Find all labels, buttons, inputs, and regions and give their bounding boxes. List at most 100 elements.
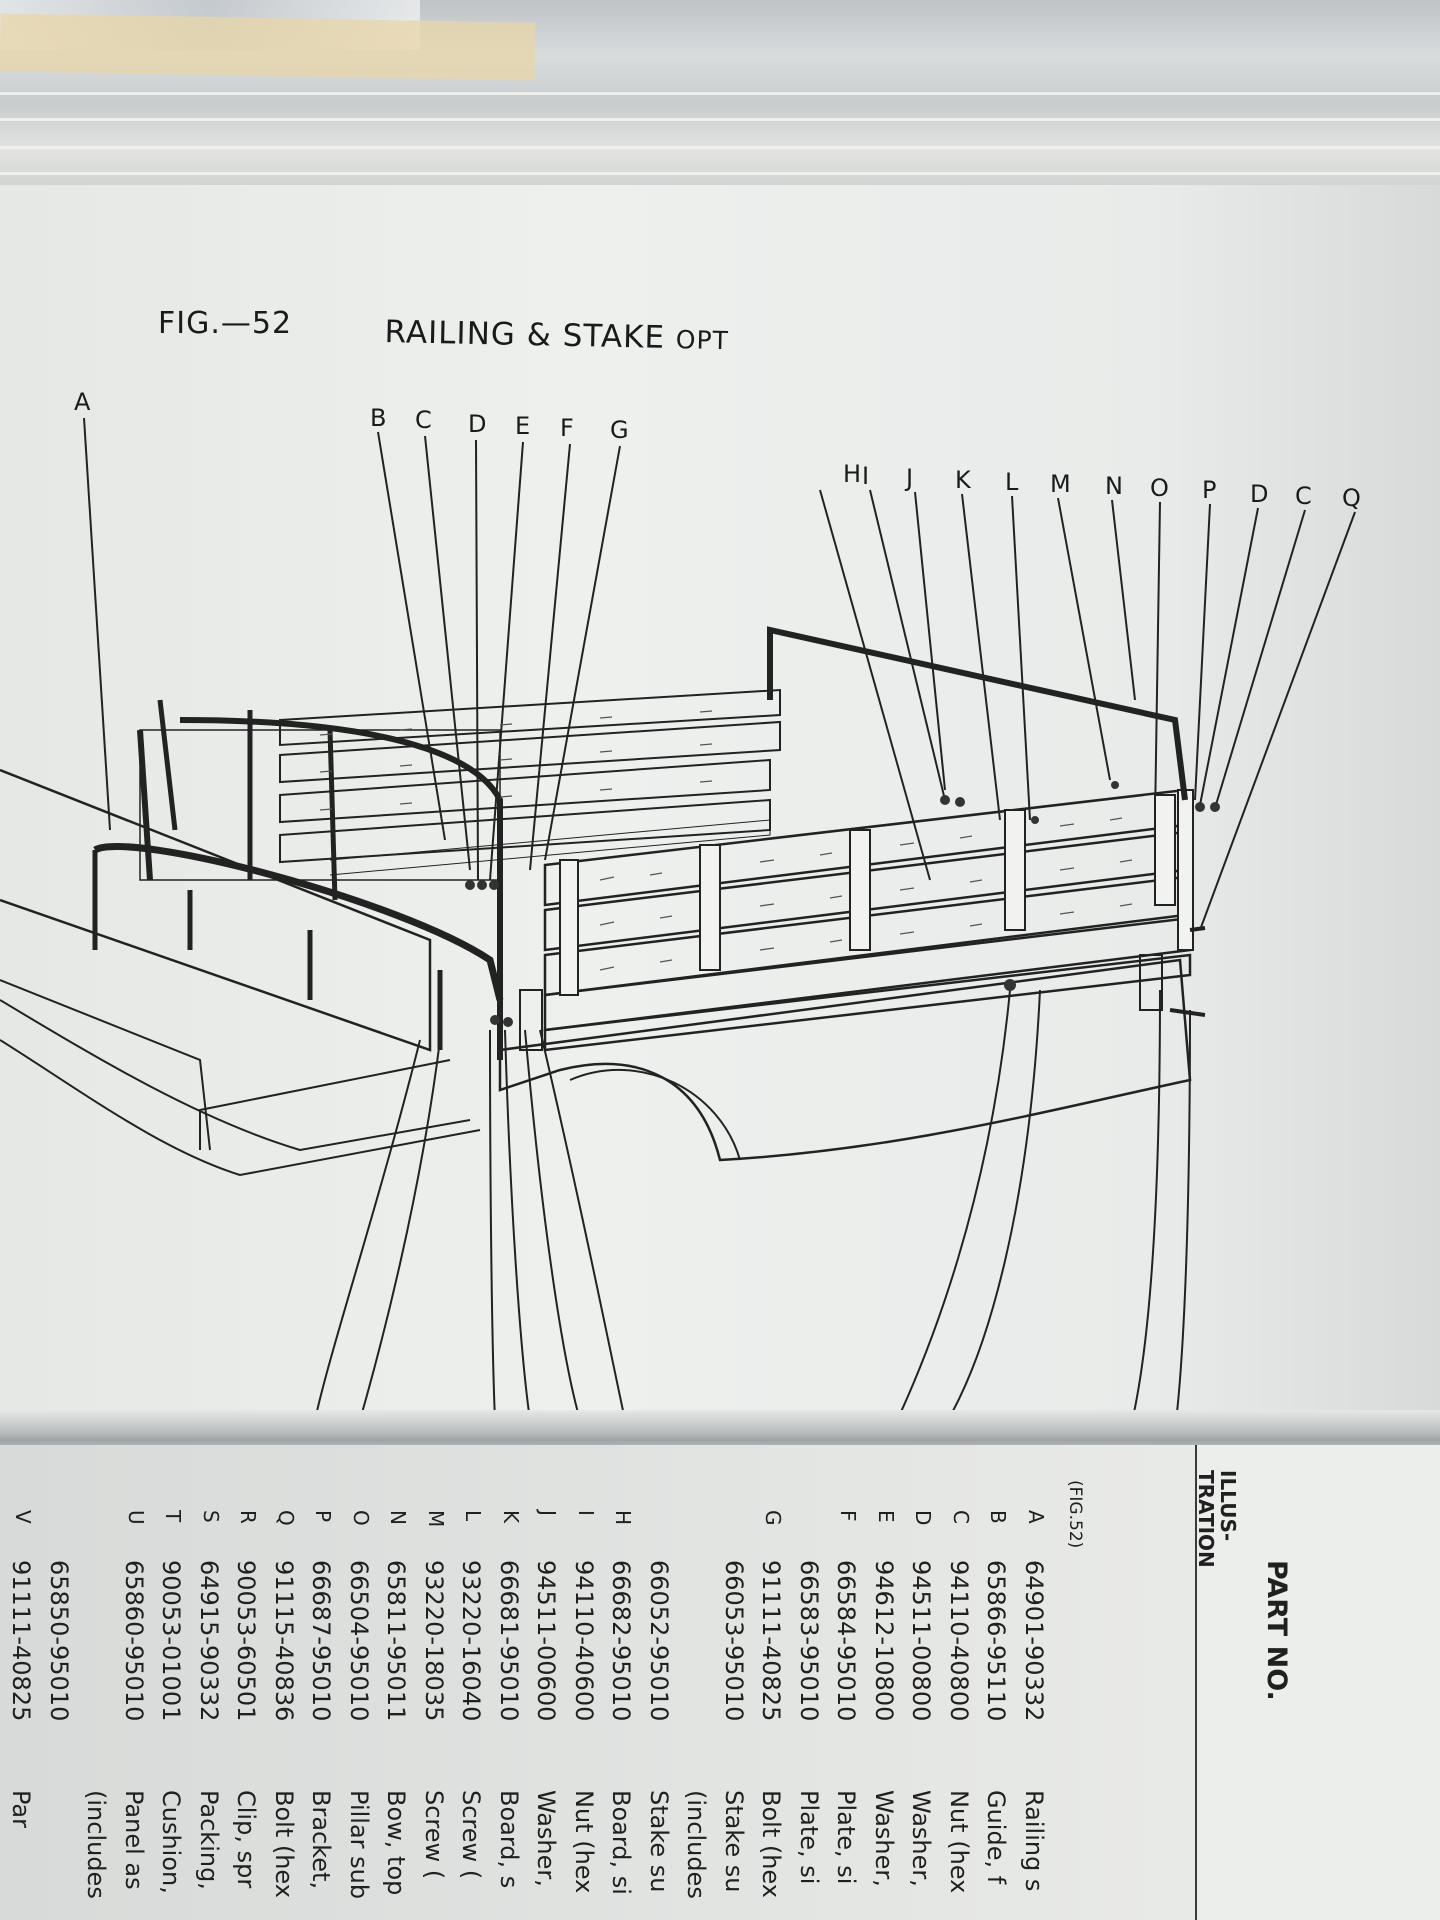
row-description: Nut (hex <box>569 1790 598 1894</box>
row-description: Board, s <box>494 1790 523 1889</box>
table-header-strip <box>1195 1445 1440 1920</box>
leader-line <box>314 1039 421 1421</box>
row-letter: J <box>536 1510 560 1516</box>
row-part-number: 66584-95010 <box>832 1560 860 1722</box>
row-description: Bracket, <box>307 1790 335 1890</box>
callout-e: E <box>515 412 531 440</box>
row-letter: C <box>948 1510 973 1524</box>
callout-b: B <box>370 404 387 432</box>
row-description: Board, si <box>607 1790 635 1895</box>
row-letter: S <box>198 1510 223 1523</box>
callout-h: H <box>843 460 862 488</box>
header-part-no: PART NO. <box>1261 1560 1292 1701</box>
rear-stake-boards <box>279 688 781 876</box>
callout-c2: C <box>1295 482 1312 510</box>
leader-line <box>894 989 1011 1426</box>
row-part-number: 66504-95010 <box>344 1560 373 1722</box>
row-part-number: 91111-40825 <box>757 1560 785 1722</box>
row-part-number: 65866-95110 <box>982 1560 1010 1722</box>
callout-q: Q <box>1342 484 1361 512</box>
row-part-number: 66052-95010 <box>644 1560 673 1722</box>
row-letter: K <box>498 1510 523 1524</box>
row-letter: V <box>11 1510 35 1524</box>
leader-line <box>544 445 621 861</box>
leader-line <box>489 1029 496 1421</box>
row-description: Washer, <box>532 1790 560 1887</box>
leader-line <box>539 1029 626 1421</box>
leader-line <box>1214 509 1306 809</box>
callout-c: C <box>415 406 432 434</box>
sheet-edge <box>0 118 1440 121</box>
row-description: Cushion, <box>157 1790 185 1894</box>
truck-bed-side <box>498 958 1192 1162</box>
wood-grain <box>319 710 1133 971</box>
leader-line <box>489 441 524 881</box>
row-description: Railing s <box>1019 1790 1048 1892</box>
row-letter: G <box>761 1510 785 1526</box>
row-part-number: 91115-40836 <box>269 1560 298 1722</box>
row-part-number: 65860-95010 <box>119 1560 148 1722</box>
row-description: Washer, <box>907 1790 935 1887</box>
leader-line <box>1199 507 1259 806</box>
row-letter: E <box>873 1510 898 1523</box>
row-part-number: 66687-95010 <box>307 1560 335 1722</box>
front-railing-hoop <box>179 717 503 1060</box>
row-part-number: 94511-00600 <box>532 1560 560 1722</box>
row-letter: L <box>461 1510 485 1522</box>
callout-j: J <box>906 464 914 492</box>
figure-reference: (FIG.52) <box>1065 1480 1085 1549</box>
callout-a: A <box>74 388 91 416</box>
row-description: Nut (hex <box>944 1790 973 1894</box>
row-part-number: 64915-90332 <box>194 1560 223 1722</box>
leader-line <box>1199 511 1356 931</box>
leader-line <box>1011 495 1031 821</box>
hardware-nuts <box>465 781 1220 1027</box>
leader-line <box>524 1029 581 1421</box>
callout-p: P <box>1202 476 1217 504</box>
side-plate <box>1139 954 1163 1011</box>
callout-f: F <box>560 414 574 442</box>
row-description: (includes <box>682 1790 710 1899</box>
callout-o: O <box>1150 474 1169 502</box>
row-description: Clip, spr <box>232 1790 260 1889</box>
header-illustration: ILLUS- <box>1216 1470 1240 1542</box>
truck-fender <box>0 1039 481 1177</box>
row-part-number: 93220-16040 <box>457 1560 485 1722</box>
row-part-number: 65811-95011 <box>382 1560 410 1722</box>
row-letter: A <box>1023 1510 1048 1524</box>
row-part-number: 94612-10800 <box>869 1560 898 1722</box>
callout-d: D <box>468 410 487 438</box>
row-letter: N <box>386 1510 410 1525</box>
sheet-edge <box>0 146 1440 149</box>
row-part-number: 66583-95010 <box>794 1560 823 1722</box>
row-description: (includes <box>82 1790 110 1899</box>
row-letter: I <box>573 1510 598 1516</box>
leader-line <box>1194 503 1211 801</box>
row-part-number: 66682-95010 <box>607 1560 635 1722</box>
side-railing <box>93 843 504 1001</box>
callout-l: L <box>1005 468 1019 496</box>
leader-line <box>819 489 931 881</box>
row-letter: U <box>123 1510 148 1525</box>
hardware-bolts <box>1169 926 1206 1017</box>
truck-fender <box>0 999 471 1152</box>
row-description: Bolt (hex <box>269 1790 298 1898</box>
row-description: Packing, <box>194 1790 223 1890</box>
leader-line <box>944 989 1041 1426</box>
front-railing-post <box>157 699 338 901</box>
row-letter: H <box>611 1510 635 1526</box>
callout-i: I <box>862 462 870 490</box>
leader-line <box>424 435 471 871</box>
railing-stake-diagram <box>0 417 1356 1430</box>
figure-number: FIG.—52 <box>158 306 293 341</box>
row-description: Stake su <box>719 1790 748 1893</box>
truck-cab-outline <box>0 768 432 1052</box>
row-part-number: 66681-95010 <box>494 1560 523 1722</box>
row-description: Par <box>7 1790 35 1828</box>
leader-line <box>1057 497 1111 781</box>
leader-line <box>869 489 946 801</box>
leader-line <box>475 439 479 881</box>
row-description: Panel as <box>119 1790 148 1890</box>
sheet-edge <box>0 92 1440 95</box>
row-description: Bow, top <box>382 1790 410 1896</box>
